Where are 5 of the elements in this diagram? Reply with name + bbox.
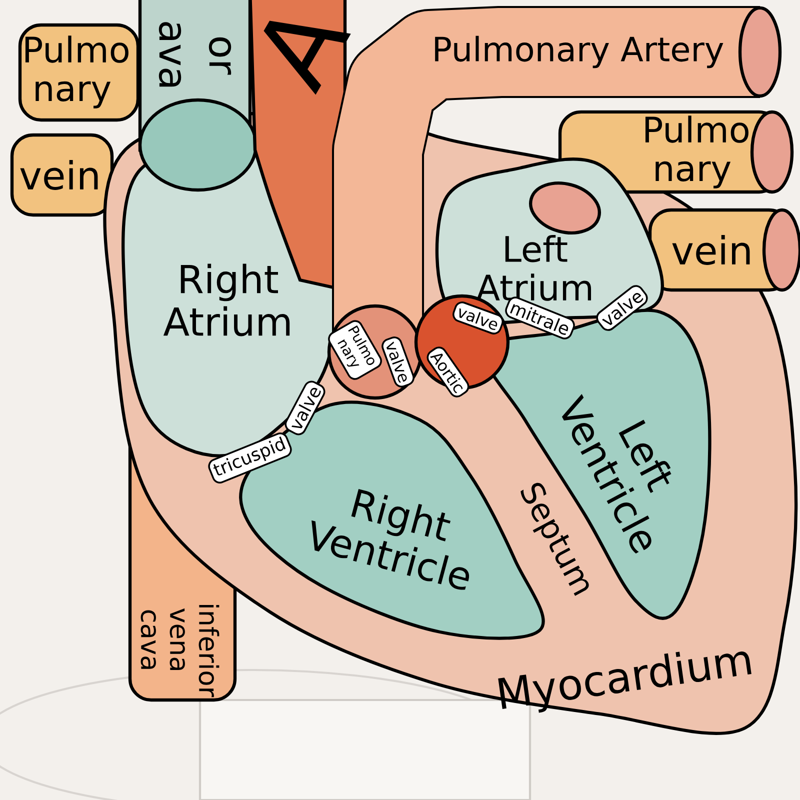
vena-cava-tube: or ava [138,0,258,192]
vein-tube: vein [10,133,114,217]
node-label: Pulmonary Artery [435,36,724,68]
vein-tube: vein [648,208,800,292]
vein-tube: Pulmo nary [18,23,140,122]
